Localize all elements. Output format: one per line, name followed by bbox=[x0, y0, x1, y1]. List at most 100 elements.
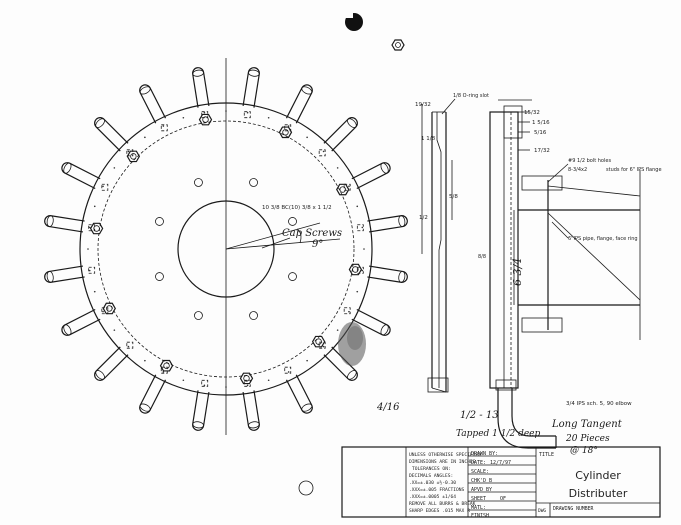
title-label: TITLE bbox=[539, 452, 554, 458]
ring-dot bbox=[88, 226, 91, 229]
port-hidden-square bbox=[284, 366, 292, 374]
tolerance-line-6: .XXX=±.0005 ±1/64 bbox=[409, 494, 456, 500]
ring-dot bbox=[336, 167, 339, 169]
angle-label: 9° bbox=[312, 239, 323, 250]
elbow-collar bbox=[495, 379, 517, 391]
cap-screws-leader bbox=[261, 237, 291, 249]
elbow-note: 3/4 IPS sch. 5, 90 elbow bbox=[566, 401, 632, 407]
dim-17-32: 17/32 bbox=[534, 148, 550, 154]
ring-dot bbox=[356, 205, 359, 208]
tolerance-line-5: .XXX=±.005 FRACTIONS bbox=[409, 487, 465, 493]
ring-dot bbox=[306, 136, 308, 139]
ring-dot bbox=[267, 116, 270, 119]
distributor-tube bbox=[192, 390, 210, 431]
distributor-tube bbox=[139, 374, 167, 414]
ring-dot bbox=[93, 290, 96, 293]
tapped-depth: Tapped 1 1/2 deep bbox=[456, 429, 540, 439]
distributor-tube bbox=[44, 265, 85, 283]
cap-screw-nut bbox=[102, 302, 116, 315]
ring-dot bbox=[225, 110, 227, 112]
title-line-1: Cylinder bbox=[575, 469, 621, 482]
ring-dot bbox=[348, 185, 350, 188]
ring-dot bbox=[144, 359, 146, 362]
tolerance-line-3: DECIMALS ANGLES: bbox=[409, 473, 453, 479]
dim-5-16: 5/16 bbox=[534, 130, 547, 136]
height-dim-label: 6 3/4 bbox=[511, 258, 524, 286]
port-hidden-square bbox=[243, 111, 251, 119]
tolerance-line-0: UNLESS OTHERWISE SPECIFIED bbox=[409, 452, 481, 458]
pipe-taper-upper bbox=[547, 212, 641, 301]
center-dim-label: 8/8 bbox=[478, 254, 486, 260]
cap-screw-nut bbox=[126, 150, 141, 163]
drawing-number-label: DRAWING NUMBER bbox=[553, 506, 594, 512]
drawn-by-label: DRAWN BY: bbox=[471, 451, 498, 457]
ring-dot bbox=[127, 150, 130, 153]
pipe-leader bbox=[551, 221, 569, 239]
port-hidden-square bbox=[126, 149, 134, 157]
ring-dot bbox=[203, 384, 206, 387]
ring-dot bbox=[246, 111, 249, 114]
reference-line bbox=[225, 238, 341, 250]
ring-dot bbox=[246, 384, 249, 387]
ring-dot bbox=[361, 269, 364, 272]
plate-foot bbox=[427, 377, 449, 393]
distributor-tube bbox=[367, 215, 408, 233]
port-hidden-square bbox=[201, 379, 209, 387]
ring-dot bbox=[162, 125, 165, 127]
tolerance-line-2: TOLERANCES ON: bbox=[412, 466, 451, 472]
distributor-tube bbox=[94, 117, 129, 152]
distributor-tube bbox=[242, 67, 260, 108]
ring-dot bbox=[363, 248, 365, 250]
port-hidden-square bbox=[101, 307, 109, 315]
binder-hole-notch bbox=[339, 12, 353, 18]
plate-dim-1-2: 1/2 bbox=[419, 215, 428, 221]
distributor-tube bbox=[192, 67, 210, 108]
plate-dim-1-1-8: 1 1/8 bbox=[421, 136, 436, 142]
ring-dot bbox=[162, 371, 165, 373]
pipe-note: 6"IPS pipe, flange, face ring bbox=[568, 236, 638, 242]
ring-dot bbox=[287, 125, 290, 127]
oring-leader bbox=[441, 98, 456, 115]
port-hidden-square bbox=[356, 224, 364, 232]
distributor-tube bbox=[323, 117, 358, 152]
ring-dot bbox=[306, 359, 308, 362]
port-hidden-square bbox=[318, 341, 326, 349]
scan-smudge bbox=[338, 322, 366, 366]
dim-15-32: 15/32 bbox=[524, 110, 540, 116]
bolt-ref-note: 8-3/4x2 bbox=[568, 167, 587, 173]
distributor-tube bbox=[61, 162, 101, 190]
ring-dot bbox=[287, 371, 290, 373]
distributor-tube bbox=[351, 162, 391, 190]
ring-dot bbox=[102, 185, 104, 188]
plate-slot-profile bbox=[436, 112, 442, 388]
sheet-label: SHEET bbox=[471, 496, 486, 502]
ring-dot bbox=[113, 329, 116, 331]
ring-dot bbox=[88, 269, 91, 272]
distributor-tube bbox=[285, 84, 313, 124]
angle-spacing-note: @ 18° bbox=[570, 446, 598, 456]
tolerance-line-1: DIMENSIONS ARE IN INCHES bbox=[409, 459, 476, 465]
scale-label: SCALE: bbox=[471, 469, 489, 475]
cap-screws-note: Cap Screws bbox=[282, 228, 342, 239]
long-tangent-note: Long Tangent bbox=[551, 419, 623, 430]
cap-screw-nut bbox=[336, 183, 350, 196]
plate-dim-5-8: 5/8 bbox=[449, 194, 458, 200]
ring-dot bbox=[87, 248, 89, 250]
distributor-tube bbox=[61, 308, 101, 336]
flange-bolt-hole bbox=[194, 178, 203, 187]
ring-dot bbox=[203, 111, 206, 114]
ring-dot bbox=[182, 379, 185, 382]
ring-dot bbox=[144, 136, 146, 139]
distributor-tube bbox=[139, 84, 167, 124]
tap-thread: 1/2 - 13 bbox=[460, 410, 499, 421]
ring-dot bbox=[113, 167, 116, 169]
ring-dot bbox=[267, 379, 270, 382]
cap-screw-nut bbox=[89, 222, 104, 235]
ring-dot bbox=[356, 290, 359, 293]
pipe-taper-lower bbox=[547, 185, 641, 197]
distributor-tube bbox=[367, 265, 408, 283]
checked-label: CHK'D B bbox=[471, 478, 492, 484]
flange-bolt-hole bbox=[155, 272, 164, 281]
distributor-tube bbox=[323, 346, 358, 381]
ring-dot bbox=[361, 226, 364, 229]
